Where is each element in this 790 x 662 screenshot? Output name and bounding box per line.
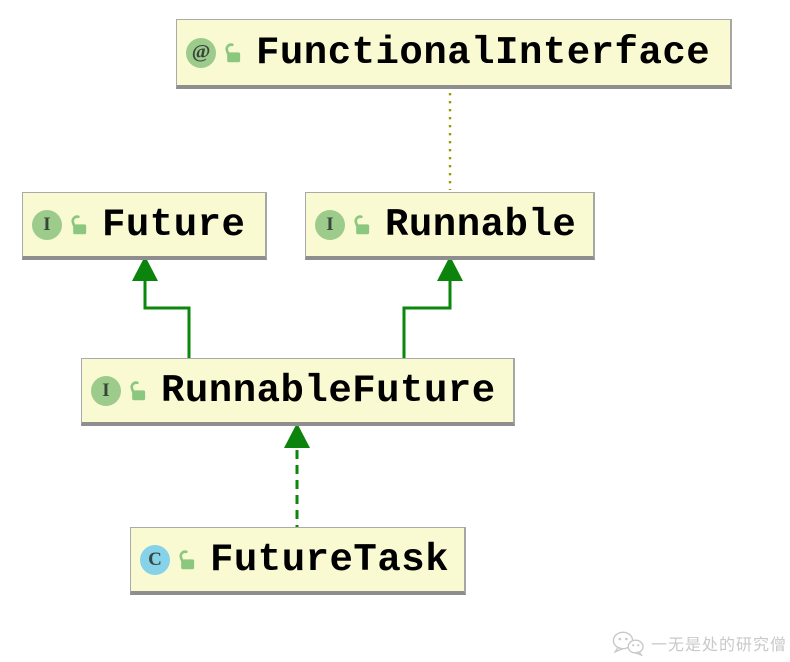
annotation-icon: @: [186, 37, 216, 68]
unlocked-padlock-icon: [71, 214, 87, 234]
unlocked-padlock-icon: [225, 42, 241, 62]
unlocked-padlock-icon: [130, 380, 146, 400]
node-future-task[interactable]: C FutureTask: [130, 527, 466, 595]
arrow-head: [284, 423, 310, 448]
node-future[interactable]: I Future: [22, 192, 267, 260]
unlocked-padlock-icon: [354, 214, 370, 234]
node-label: Future: [102, 202, 246, 247]
node-label: FunctionalInterface: [256, 30, 711, 75]
unlocked-padlock-icon: [179, 549, 195, 569]
interface-icon: I: [315, 209, 345, 240]
watermark-text: 一无是处的研究僧: [650, 635, 787, 654]
wechat-icon: [612, 631, 644, 656]
watermark: 一无是处的研究僧: [610, 630, 787, 656]
class-icon: C: [140, 544, 170, 575]
node-runnable-future[interactable]: I RunnableFuture: [81, 358, 515, 426]
edge-runnablefuture-extends-future: [132, 256, 191, 358]
node-label: RunnableFuture: [161, 368, 496, 413]
node-label: Runnable: [385, 202, 577, 247]
edge-futuretask-implements-runnablefuture: [284, 423, 310, 527]
node-label: FutureTask: [210, 537, 450, 582]
node-runnable[interactable]: I Runnable: [305, 192, 595, 260]
edge-runnablefuture-extends-runnable: [402, 256, 463, 358]
interface-icon: I: [32, 209, 62, 240]
node-functional-interface[interactable]: @ FunctionalInterface: [176, 19, 732, 89]
interface-icon: I: [91, 375, 121, 406]
